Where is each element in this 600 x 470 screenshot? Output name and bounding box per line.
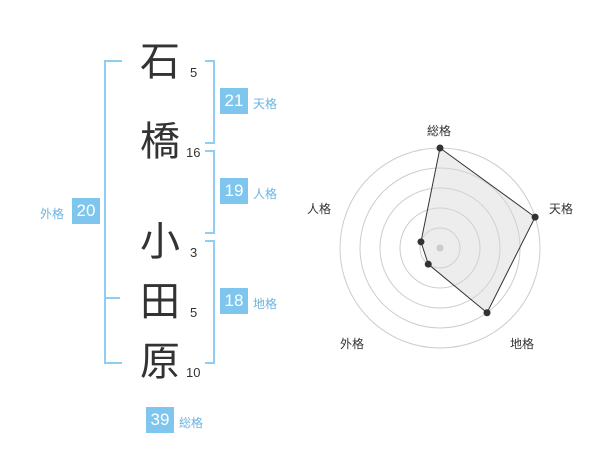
given-char-2: 田 — [140, 279, 180, 325]
gaikaku-value: 20 — [72, 198, 100, 224]
tenkaku-value: 21 — [220, 88, 248, 114]
radar-grid-ring — [419, 227, 461, 269]
given-strokes-3: 10 — [186, 365, 201, 380]
radar-axis-label-gaikaku: 外格 — [340, 337, 365, 351]
radar-point-2 — [531, 213, 539, 221]
chikaku-bracket — [205, 240, 215, 364]
radar-value-polygon — [420, 147, 536, 314]
radar-point-4 — [424, 260, 432, 268]
chikaku-label: 地格 — [253, 297, 278, 311]
radar-center-dot — [436, 244, 444, 252]
radar-axis-label-chikaku: 地格 — [510, 337, 535, 351]
given-strokes-1: 3 — [190, 245, 198, 260]
soukaku-label: 総格 — [179, 416, 204, 430]
tenkaku-label: 天格 — [253, 97, 278, 111]
radar-axis-label-jinkaku: 人格 — [307, 202, 332, 216]
surname-strokes-1: 5 — [190, 65, 198, 80]
radar-grid-ring — [399, 207, 481, 289]
surname-strokes-2: 16 — [186, 145, 201, 160]
jinkaku-value: 19 — [220, 178, 248, 204]
chikaku-value: 18 — [220, 288, 248, 314]
gaikaku-label: 外格 — [40, 207, 65, 221]
given-char-1: 小 — [140, 219, 180, 265]
radar-point-5 — [417, 238, 425, 246]
radar-axis-label-tenkaku: 天格 — [549, 202, 574, 216]
radar-point-1 — [436, 144, 444, 152]
radar-grid-ring — [379, 187, 501, 309]
surname-char-1: 石 — [140, 39, 180, 85]
radar-axis-label-soukaku: 総格 — [427, 124, 452, 138]
jinkaku-label: 人格 — [253, 187, 278, 201]
gaikaku-bracket-tick — [104, 297, 120, 299]
tenkaku-bracket — [205, 60, 215, 144]
radar-point-3 — [483, 309, 491, 317]
given-char-3: 原 — [140, 339, 180, 385]
soukaku-value: 39 — [146, 407, 174, 433]
jinkaku-bracket — [205, 150, 215, 234]
gaikaku-bracket — [104, 60, 122, 364]
surname-char-2: 橋 — [140, 119, 180, 165]
given-strokes-2: 5 — [190, 305, 198, 320]
